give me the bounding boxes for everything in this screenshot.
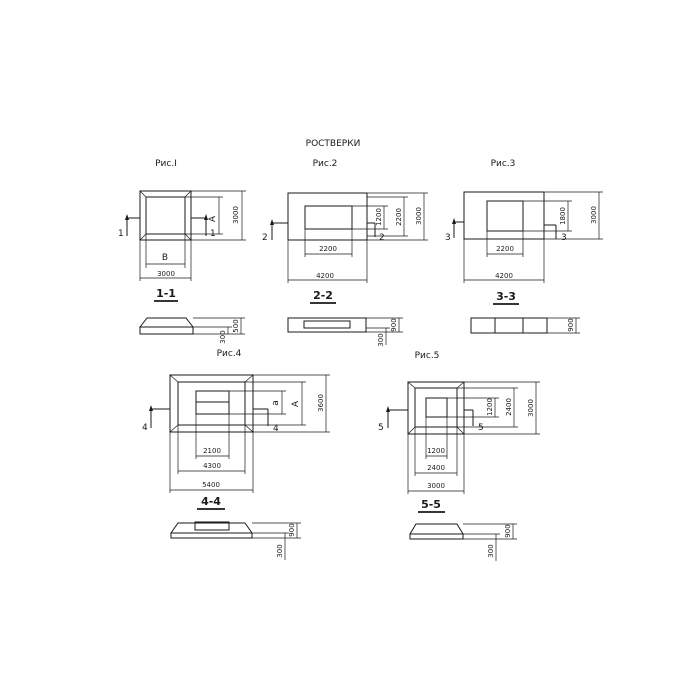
figure-2-section-label: 2-2 — [313, 289, 333, 302]
figure-3-cut-mark-left: 3 — [445, 233, 451, 243]
figure-1-elev-height: 300 — [219, 330, 227, 343]
figure-4-mid-width: 4300 — [203, 462, 221, 470]
figure-5-cut-mark-left: 5 — [378, 423, 384, 433]
figure-2-inner-height: 1200 — [375, 208, 383, 226]
figure-3: Рис.3 3 3 1800 3000 — [445, 159, 603, 334]
figure-1-inner-width: B — [162, 253, 168, 263]
figure-2-elevation: 900 300 — [287, 317, 403, 347]
figure-1-elevation: 500 300 — [138, 317, 245, 344]
figure-3-elev-height: 900 — [567, 318, 575, 331]
figure-3-outer-height: 3000 — [590, 206, 598, 224]
figure-4-mid-height: A — [291, 400, 301, 407]
figure-5-section-label: 5-5 — [421, 498, 441, 511]
figure-4-elevation: 900 300 — [170, 521, 301, 560]
figure-5-outer-height: 3000 — [527, 399, 535, 417]
figure-5-outer-width: 3000 — [427, 482, 445, 490]
figure-2: Рис.2 2 2 1200 2200 — [262, 159, 428, 347]
figure-5-mid-width: 2400 — [427, 464, 445, 472]
figure-5-plan: 5 5 1200 2400 3000 1200 — [378, 381, 540, 494]
figure-5-elev-thickness: 300 — [487, 544, 495, 557]
figure-5-elev-height: 900 — [504, 524, 512, 537]
figure-1-elev-thickness: 500 — [232, 319, 240, 332]
figure-5: Рис.5 5 5 1200 24 — [378, 351, 540, 561]
figure-5-caption: Рис.5 — [415, 351, 440, 361]
figure-5-cut-mark-right: 5 — [478, 423, 484, 433]
figure-2-caption: Рис.2 — [313, 159, 338, 169]
figure-2-cut-mark-left: 2 — [262, 233, 268, 243]
figure-4: Рис.4 4 4 a — [142, 349, 330, 560]
figure-1-plan: 1 1 A 3000 B 3000 — [118, 190, 246, 281]
figure-3-section-label: 3-3 — [496, 290, 516, 303]
figure-3-inner-height: 1800 — [559, 207, 567, 225]
figure-3-cut-mark-right: 3 — [561, 233, 567, 243]
figure-2-mid-height: 2200 — [395, 208, 403, 226]
figure-3-caption: Рис.3 — [491, 159, 516, 169]
figure-2-elev-height: 900 — [390, 318, 398, 331]
figure-3-plan: 3 3 1800 3000 2200 4200 — [445, 191, 603, 283]
figure-4-caption: Рис.4 — [217, 349, 242, 359]
figure-1-section-label: 1-1 — [156, 287, 176, 300]
figure-4-plan: 4 4 a A 3600 2100 — [142, 374, 330, 493]
figure-2-outer-width: 4200 — [316, 272, 334, 280]
figure-5-mid-height: 2400 — [505, 398, 513, 416]
figure-4-cut-mark-left: 4 — [142, 423, 148, 433]
figure-3-elevation: 900 — [470, 317, 580, 334]
figure-4-inner-width: 2100 — [203, 447, 221, 455]
figure-5-inner-height: 1200 — [486, 398, 494, 416]
figure-2-inner-width: 2200 — [319, 245, 337, 253]
figure-1-inner-height: A — [208, 215, 218, 222]
figure-2-elev-thickness: 300 — [377, 333, 385, 346]
figure-4-outer-height: 3600 — [317, 394, 325, 412]
figure-5-inner-width: 1200 — [427, 447, 445, 455]
figure-2-outer-height: 3000 — [415, 207, 423, 225]
figure-4-outer-width: 5400 — [202, 481, 220, 489]
figure-1-cut-mark-left: 1 — [118, 229, 124, 239]
figure-1-outer-width: 3000 — [157, 270, 175, 278]
figure-4-elev-height: 900 — [288, 523, 296, 536]
figure-1: Рис.I 1 1 A — [118, 159, 246, 344]
figure-2-plan: 2 2 1200 2200 3000 2200 — [262, 192, 428, 283]
figure-4-elev-thickness: 300 — [276, 544, 284, 557]
figure-2-cut-mark-right: 2 — [379, 233, 385, 243]
figure-4-section-label: 4-4 — [201, 495, 221, 508]
figure-1-caption: Рис.I — [155, 159, 177, 169]
figure-1-outer-height: 3000 — [232, 206, 240, 224]
figure-3-outer-width: 4200 — [495, 272, 513, 280]
figure-4-inner-height: a — [271, 400, 281, 406]
figure-5-elevation: 900 300 — [409, 523, 517, 561]
sheet-title: РОСТВЕРКИ — [306, 139, 361, 149]
figure-3-inner-width: 2200 — [496, 245, 514, 253]
figure-4-cut-mark-right: 4 — [273, 424, 279, 434]
